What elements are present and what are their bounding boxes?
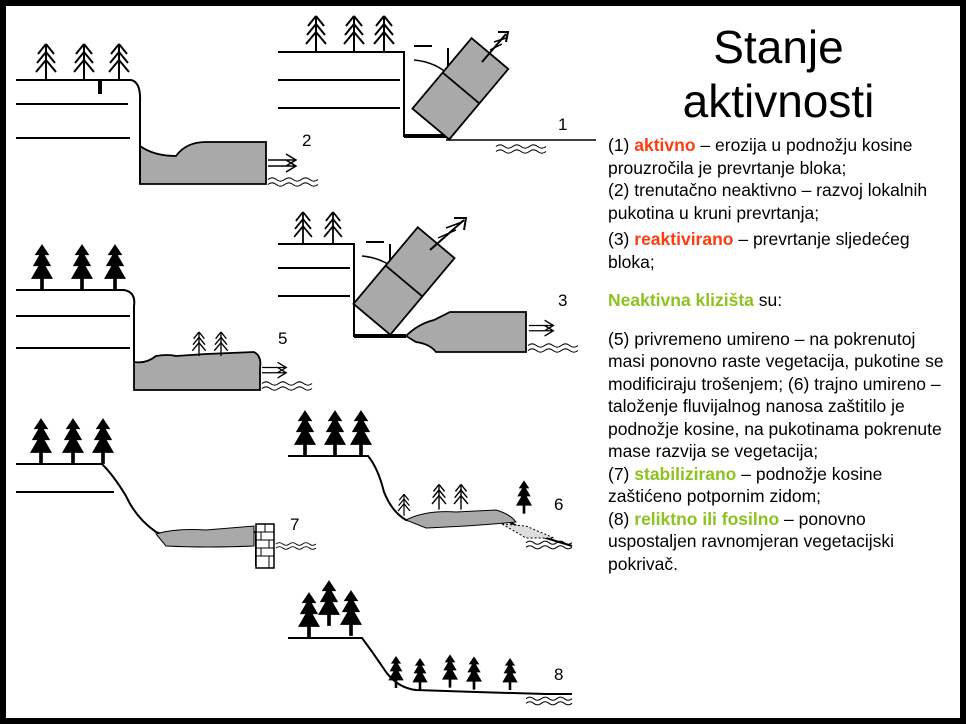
tree-icon (442, 654, 458, 688)
retaining-wall (255, 523, 275, 569)
inactive-heading-term: Neaktivna klizišta (608, 290, 754, 310)
water-waves-icon (267, 177, 319, 187)
panel-7: 7 (16, 418, 317, 569)
item-8: (8) reliktno ili fosilno – ponovno uspos… (608, 508, 953, 576)
item-8-number: (8) (608, 508, 630, 529)
movement-arrow-icon (267, 153, 297, 173)
panel-3: 3 (278, 211, 579, 353)
panel-number-8: 8 (554, 665, 563, 684)
panel-number-7: 7 (290, 515, 299, 534)
tree-icon (104, 244, 126, 290)
movement-arrow-icon (261, 361, 287, 379)
landslide-activity-diagram: 2 1 5 (16, 15, 596, 706)
water-waves-icon (525, 540, 573, 550)
item-1-description: – erozija u podnožju kosine prouzročila … (608, 135, 913, 178)
tree-icon (466, 656, 482, 690)
panel-8: 8 (288, 580, 573, 706)
item-3-description: – prevrtanje sljedećeg bloka; (608, 229, 910, 272)
tree-icon (318, 580, 340, 626)
tree-icon (397, 493, 411, 517)
tree-icon (191, 331, 207, 357)
panel-number-5: 5 (278, 329, 287, 348)
water-waves-icon (261, 381, 313, 391)
tree-icon (293, 211, 313, 245)
tree-icon (298, 592, 320, 638)
tree-icon (340, 590, 362, 636)
item-5-6: (5) privremeno umireno – na pokrenutoj m… (608, 328, 944, 462)
panel-number-1: 1 (558, 115, 567, 134)
tree-icon (324, 410, 346, 456)
inactive-heading: Neaktivna klizišta su: (608, 289, 953, 312)
item-3: (3) reaktivirano – prevrtanje sljedećeg … (608, 228, 953, 273)
tree-icon (30, 418, 52, 464)
tree-icon (35, 43, 57, 81)
tree-icon (294, 410, 316, 456)
tree-icon (412, 658, 428, 690)
item-8-description: – ponovno uspostaljen ravnomjeran vegeta… (608, 508, 894, 574)
legend-text: (1) aktivno – erozija u podnožju kosine … (608, 134, 953, 575)
item-1-number: (1) (608, 135, 630, 155)
title-line-1: Stanje (713, 21, 844, 73)
tree-icon (62, 418, 84, 464)
panel-number-3: 3 (558, 291, 567, 310)
tree-icon (453, 483, 469, 511)
panel-6: 6 (288, 410, 573, 550)
tree-icon (31, 244, 53, 290)
title-line-2: aktivnosti (682, 75, 875, 127)
item-7-description: – podnožje kosine zaštićeno potpornim zi… (608, 463, 883, 507)
item-8-term: reliktno ili fosilno (634, 508, 780, 529)
tree-icon (502, 658, 518, 690)
tree-icon (388, 656, 404, 688)
water-waves-icon (494, 143, 548, 155)
item-3-term: reaktivirano (634, 229, 734, 249)
tree-icon (373, 15, 395, 53)
tree-icon (108, 43, 130, 81)
inactive-heading-suffix: su: (753, 290, 783, 310)
slide-frame: 2 1 5 (6, 6, 960, 718)
tree-icon (350, 410, 372, 456)
panel-2: 2 (16, 43, 319, 187)
water-waves-icon (525, 696, 573, 706)
tree-icon (305, 15, 327, 53)
slide-title: Stanje aktivnosti (606, 20, 951, 128)
tree-icon (516, 480, 532, 514)
tree-icon (323, 211, 343, 245)
panel-5: 5 (16, 244, 313, 391)
item-1: (1) aktivno – erozija u podnožju kosine … (608, 134, 953, 179)
water-waves-icon (527, 343, 579, 353)
tree-icon (92, 418, 114, 464)
item-7-number: (7) (608, 463, 630, 484)
item-1-term: aktivno (634, 135, 696, 155)
tree-icon (343, 15, 365, 53)
item-7: (7) stabilizirano – podnožje kosine zašt… (608, 463, 953, 508)
panel-1: 1 (278, 15, 596, 155)
item-3-number: (3) (608, 229, 630, 249)
tree-icon (431, 483, 447, 511)
item-7-term: stabilizirano (634, 463, 737, 484)
item-2: (2) trenutačno neaktivno – razvoj lokaln… (608, 180, 928, 223)
tree-icon (73, 43, 95, 81)
panel-number-6: 6 (554, 495, 563, 514)
tree-icon (71, 244, 93, 290)
panel-number-2: 2 (302, 131, 311, 150)
movement-arrow-icon (528, 319, 555, 337)
water-waves-icon (275, 542, 317, 550)
